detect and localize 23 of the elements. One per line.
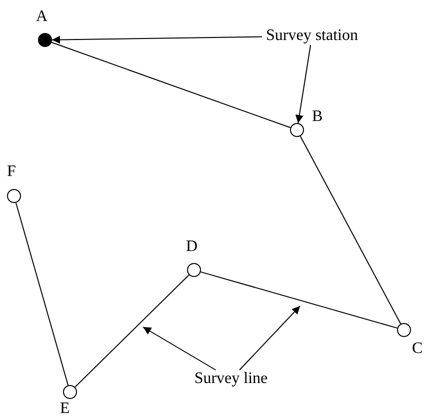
survey-line bbox=[300, 136, 402, 324]
leader-arrow bbox=[239, 306, 300, 370]
station-label: D bbox=[186, 238, 198, 256]
station-label: B bbox=[312, 108, 323, 126]
station-label: E bbox=[60, 400, 70, 418]
station-label: F bbox=[7, 163, 16, 181]
leader-arrow bbox=[52, 36, 262, 44]
station-marker bbox=[7, 189, 21, 203]
station-label: C bbox=[412, 340, 423, 358]
survey-line bbox=[15, 202, 69, 386]
station-marker bbox=[290, 123, 304, 137]
callout-text: Survey station bbox=[262, 27, 362, 45]
leader-arrow bbox=[295, 44, 312, 124]
station-marker bbox=[397, 323, 411, 337]
station-label: A bbox=[36, 8, 48, 26]
survey-line bbox=[74, 274, 190, 388]
callout-text: Survey line bbox=[186, 370, 276, 388]
leader-arrow bbox=[142, 326, 216, 370]
station-marker bbox=[63, 385, 77, 399]
station-marker bbox=[38, 33, 52, 47]
station-marker bbox=[187, 263, 201, 277]
survey-line bbox=[51, 42, 291, 128]
survey-line bbox=[200, 271, 398, 329]
